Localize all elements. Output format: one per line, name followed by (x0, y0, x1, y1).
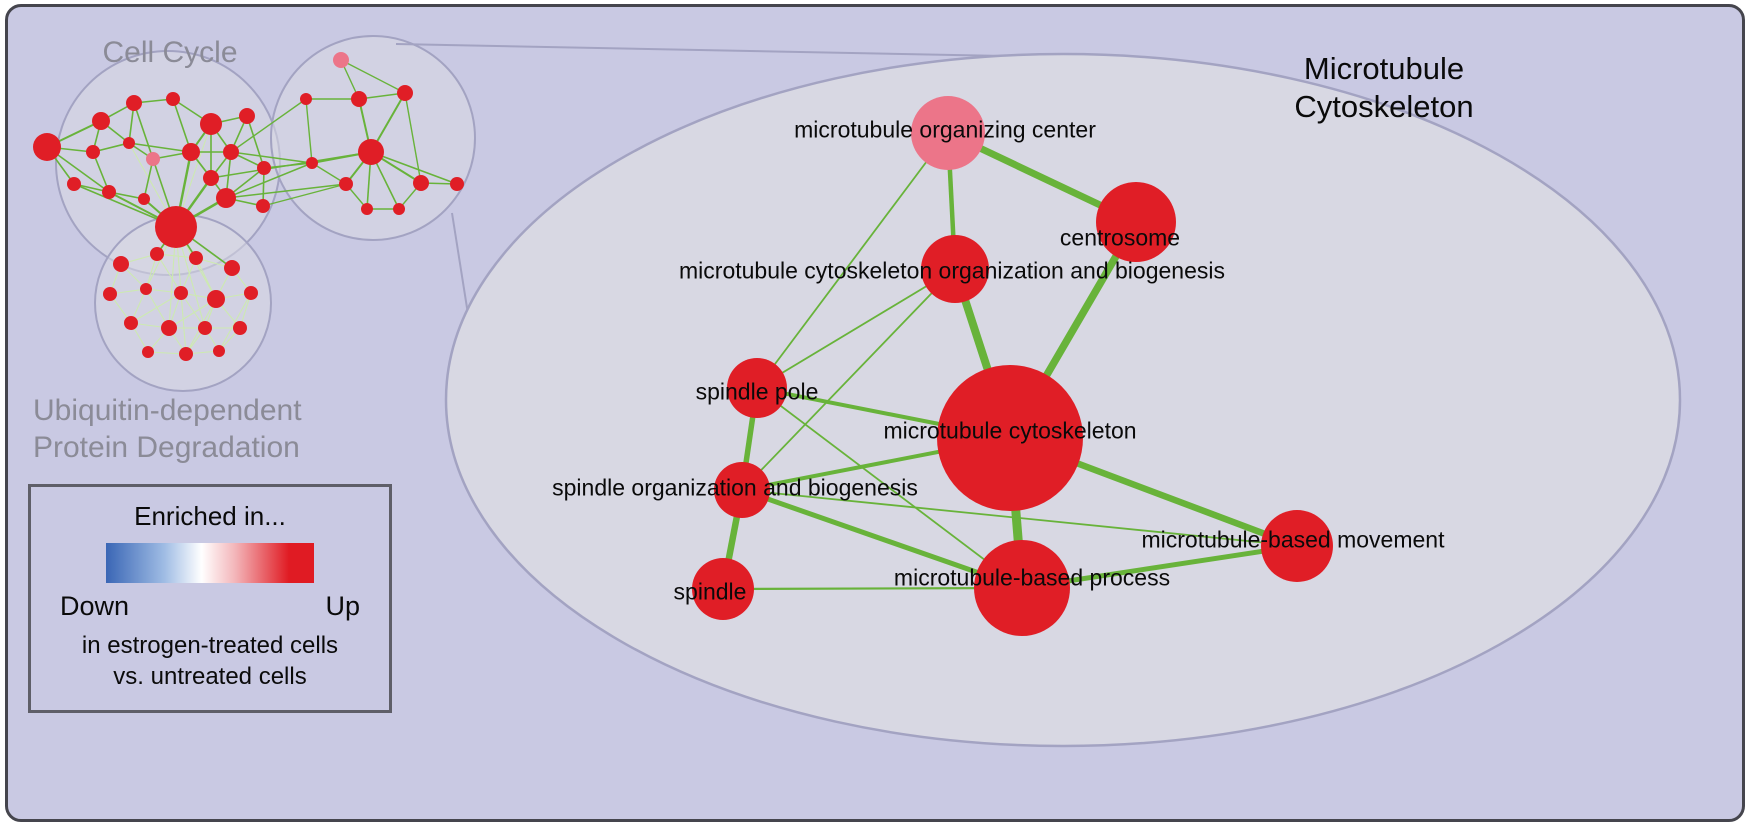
overview-node (189, 251, 203, 265)
zoom-edge (741, 268, 956, 491)
overview-node (351, 91, 367, 107)
overview-edge (370, 151, 458, 185)
zoom-edge (741, 487, 1023, 591)
overview-node (333, 52, 349, 68)
overview-node (450, 177, 464, 191)
overview-node (300, 93, 312, 105)
overview-node (102, 185, 116, 199)
overview-edge (133, 102, 154, 160)
zoom-node-microtubule-cytoskeleton (937, 365, 1083, 511)
legend-subtitle-line1: in estrogen-treated cells (81, 632, 339, 659)
zoom-node-spindle-organization-and-biogenesis (714, 462, 770, 518)
overview-node (155, 206, 197, 248)
overview-node (146, 152, 160, 166)
overview-edge (305, 98, 313, 164)
zoom-node-centrosome (1096, 182, 1176, 262)
overview-node (113, 256, 129, 272)
zoom-edge (756, 387, 1023, 589)
overview-node (339, 177, 353, 191)
legend-up-label: Up (325, 591, 360, 621)
overview-light-edge (180, 292, 206, 329)
legend-title: Enriched in... (134, 501, 286, 531)
zoom-edge (722, 586, 1023, 591)
overview-node (233, 321, 247, 335)
overview-node (306, 157, 318, 169)
overview-node (150, 247, 164, 261)
legend-down-label: Down (60, 591, 130, 621)
overview-node (257, 161, 271, 175)
zoom-connector-line (395, 43, 1006, 57)
zoom-node-spindle-pole (727, 358, 787, 418)
overview-node (140, 283, 152, 295)
legend-gradient-bar (106, 543, 314, 583)
overview-node (200, 113, 222, 135)
overview-edge (404, 92, 422, 184)
overview-node (179, 347, 193, 361)
overview-node (182, 143, 200, 161)
overview-node (256, 199, 270, 213)
zoom-edge (741, 489, 1298, 547)
zoom-node-microtubule-organizing-center (911, 96, 985, 170)
overview-node (126, 95, 142, 111)
overview-edge (230, 98, 307, 153)
overview-node (161, 320, 177, 336)
overview-node (239, 108, 255, 124)
overview-node (198, 321, 212, 335)
overview-node (138, 193, 150, 205)
zoom-node-microtubule-based-movement (1261, 510, 1333, 582)
overview-light-edge (168, 298, 217, 329)
overview-node (33, 133, 61, 161)
overview-light-edge (130, 292, 182, 324)
overview-node (124, 316, 138, 330)
overview-light-edge (156, 253, 182, 294)
zoom-edge (756, 268, 956, 389)
overview-node (361, 203, 373, 215)
overview-node (397, 85, 413, 101)
overview-node (223, 144, 239, 160)
overview-light-edge (218, 292, 252, 352)
overview-edge (225, 162, 313, 199)
overview-node (166, 92, 180, 106)
overview-edge (128, 142, 192, 153)
overview-node (244, 286, 258, 300)
overview-node (413, 175, 429, 191)
overview-edge (230, 151, 313, 164)
legend-subtitle-line2: vs. untreated cells (113, 663, 307, 690)
overview-edge (246, 115, 265, 169)
overview-node (358, 139, 384, 165)
overview-node (174, 286, 188, 300)
overview-node (207, 290, 225, 308)
overview-node (86, 145, 100, 159)
legend-subtitle: in estrogen-treated cells vs. untreated … (31, 630, 389, 692)
overview-light-edge (180, 292, 187, 355)
zoom-node-microtubule-based-process (974, 540, 1070, 636)
overview-node (142, 346, 154, 358)
zoom-node-spindle (692, 558, 754, 620)
overview-edge (225, 183, 347, 199)
overview-node (203, 170, 219, 186)
overview-edge (340, 59, 406, 94)
zoom-edge (756, 132, 949, 389)
overview-node (67, 177, 81, 191)
overview-edge (262, 183, 347, 207)
overview-node (213, 345, 225, 357)
overview-node (92, 112, 110, 130)
zoom-node-microtubule-cytoskeleton-organization-and-biogenesis (921, 235, 989, 303)
legend: Enriched in... Down Up in estrogen-treat… (28, 484, 392, 713)
overview-node (103, 287, 117, 301)
overview-node (216, 188, 236, 208)
overview-node (393, 203, 405, 215)
overview-edge (172, 98, 192, 153)
overview-edge (92, 151, 110, 193)
overview-node (123, 137, 135, 149)
overview-node (224, 260, 240, 276)
